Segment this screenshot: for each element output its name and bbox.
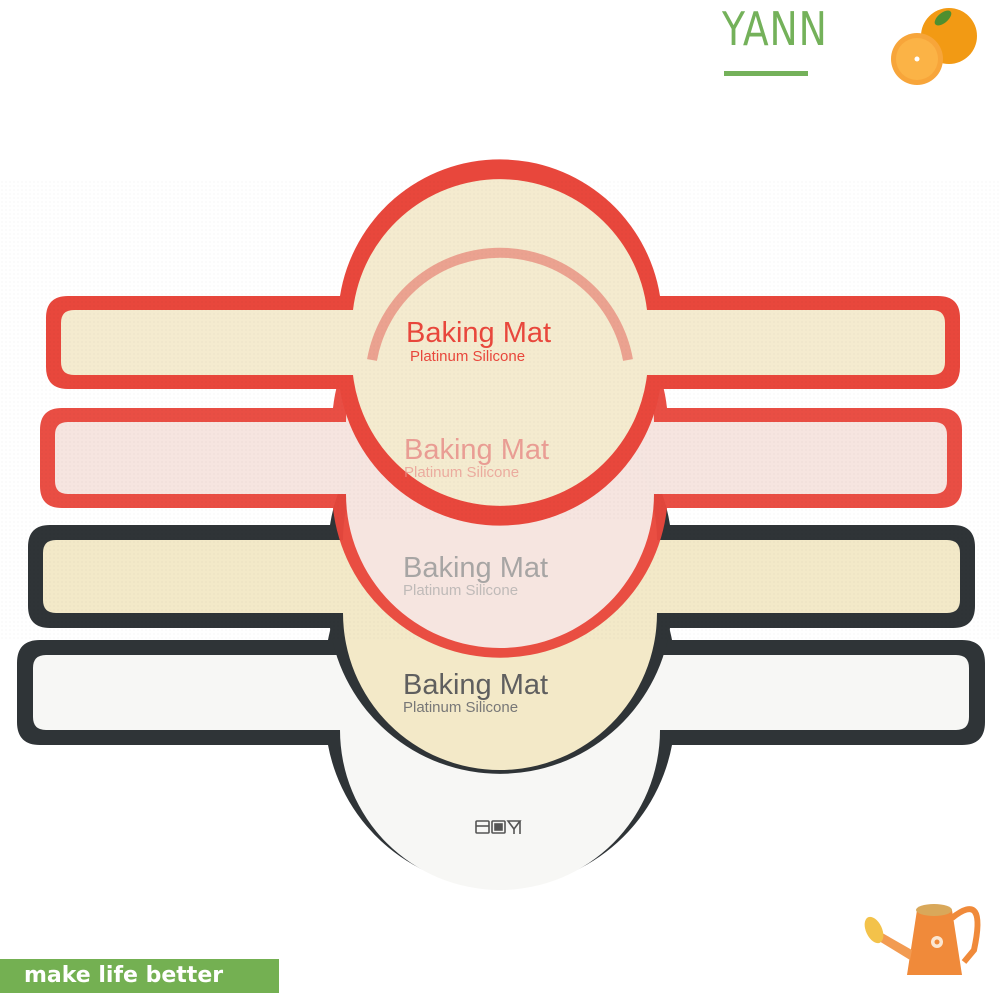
orange-fruit-icon — [891, 8, 977, 85]
mat-1-red-cream — [0, 159, 1000, 526]
brand-underline — [724, 71, 808, 76]
watering-can-icon — [864, 904, 981, 975]
oven-fridge-food-safe-icons — [475, 820, 522, 834]
mat-2-title: Baking Mat — [404, 434, 549, 466]
mat-4-subtitle: Platinum Silicone — [403, 699, 518, 716]
slogan-banner: make life better — [0, 959, 279, 993]
mat-3-title: Baking Mat — [403, 552, 548, 584]
mat-1-subtitle: Platinum Silicone — [410, 348, 525, 365]
mat-3-subtitle: Platinum Silicone — [403, 582, 518, 599]
brand-logo: YANN — [722, 2, 982, 92]
mat-4-title: Baking Mat — [403, 669, 548, 701]
mat-2-subtitle: Platinum Silicone — [404, 464, 519, 481]
brand-name: YANN — [722, 2, 828, 56]
mat-1-title: Baking Mat — [406, 317, 551, 349]
